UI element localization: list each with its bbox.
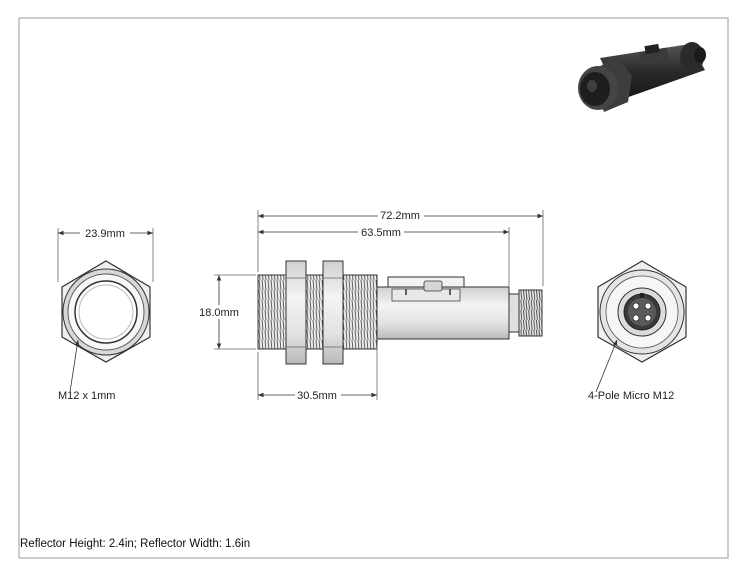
- pin-1: [632, 302, 640, 310]
- mounting-nut-2: [322, 260, 344, 365]
- pin-3: [644, 314, 652, 322]
- overall-length-dimension: 72.2mm: [380, 210, 420, 222]
- pin-2: [644, 302, 652, 310]
- connector-callout-leader: [595, 339, 618, 393]
- side-view: [257, 260, 543, 365]
- pin-4: [632, 314, 640, 322]
- isometric-sensor-image: [578, 42, 706, 112]
- rear-view: [597, 260, 687, 363]
- reflector-note: Reflector Height: 2.4in; Reflector Width…: [20, 538, 251, 550]
- front-view: [61, 260, 151, 363]
- body-length-dimension: 63.5mm: [361, 227, 401, 239]
- sheet-border: [18, 17, 729, 559]
- sensor-face: [74, 280, 138, 344]
- diameter-dimension: 18.0mm: [199, 307, 239, 319]
- connector-thread: [518, 289, 543, 337]
- connector-callout: 4-Pole Micro M12: [588, 390, 674, 402]
- mounting-nut-1: [285, 260, 307, 365]
- thread-length-dimension: 30.5mm: [297, 390, 337, 402]
- threaded-barrel: [257, 274, 378, 350]
- thread-callout: M12 x 1mm: [58, 390, 115, 402]
- thread-callout-leader: [69, 339, 80, 393]
- indicator-led: [423, 280, 443, 292]
- front-width-dimension: 23.9mm: [85, 228, 125, 240]
